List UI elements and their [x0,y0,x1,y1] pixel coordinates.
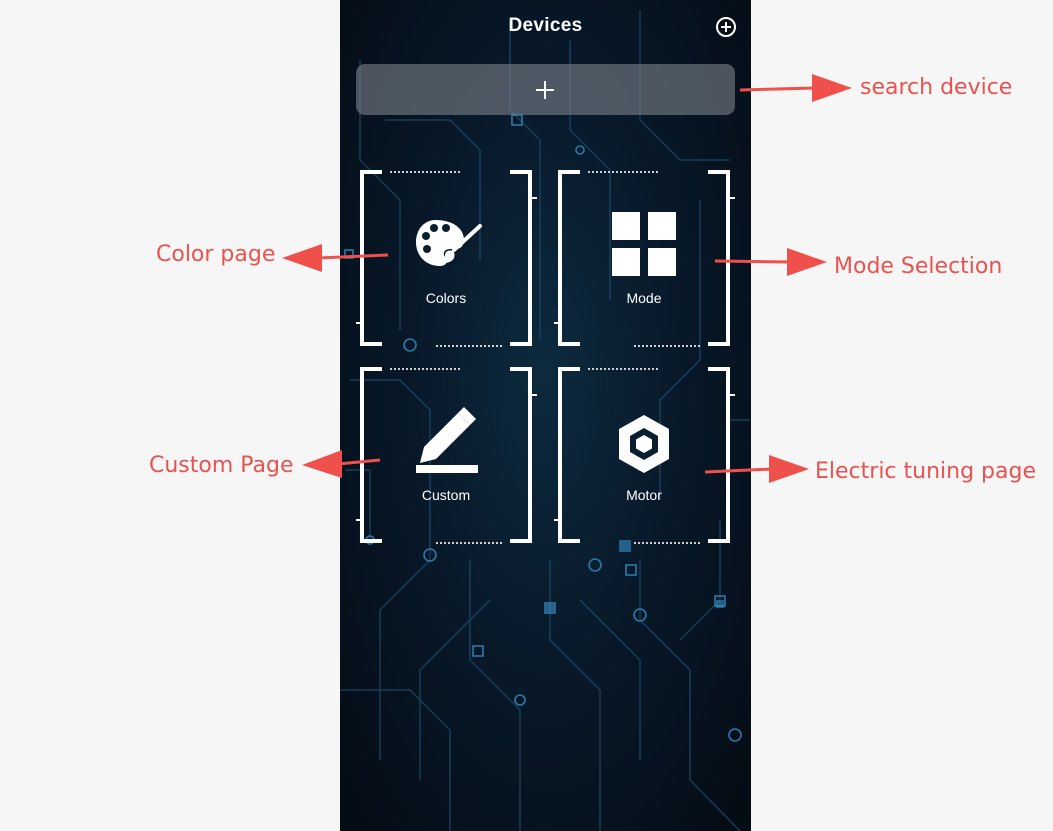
annotation-electric-tuning-page: Electric tuning page [815,459,1036,484]
tile-label: Motor [626,487,662,503]
search-device-button[interactable] [356,64,735,115]
plus-icon [536,81,554,99]
grid-icon [612,212,676,276]
mode-tile[interactable]: Mode [552,168,736,350]
phone-screen: Devices [340,0,751,831]
add-circle-icon[interactable] [715,16,737,38]
colors-tile[interactable]: Colors [354,168,538,350]
tile-frame [554,170,735,347]
pencil-icon [416,407,478,473]
palette-icon [416,220,482,266]
tile-label: Mode [626,290,662,306]
tile-label: Colors [425,290,467,306]
annotation-custom-page: Custom Page [149,453,294,478]
annotation-mode-selection: Mode Selection [834,254,1003,279]
tile-label: Custom [421,487,471,503]
hexagon-nut-icon [619,415,669,473]
tile-frame [356,367,537,544]
motor-tile[interactable]: Motor [552,365,736,547]
annotation-search-device: search device [860,75,1013,100]
annotation-color-page: Color page [156,242,276,267]
tile-frame [554,367,735,544]
page-title: Devices [508,15,583,36]
custom-tile[interactable]: Custom [354,365,538,547]
tile-frame [356,170,537,347]
